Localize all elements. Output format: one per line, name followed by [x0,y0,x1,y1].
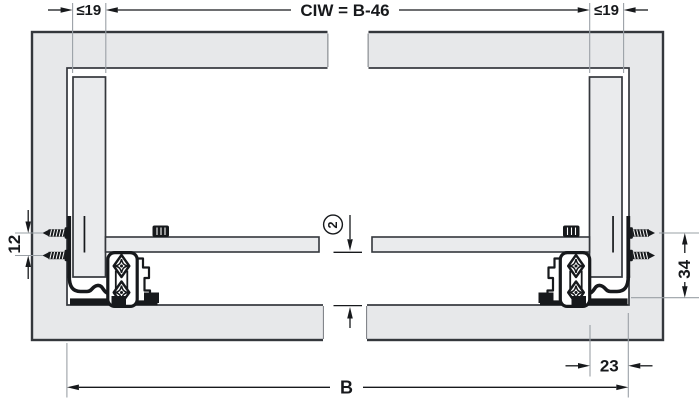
dim-label-side-thickness-left: ≤19 [76,2,101,19]
dim-label-cabinet-width: B [340,378,353,398]
fixing-clip-right [563,225,580,237]
dim-label-side-thickness-right: ≤19 [594,2,619,19]
drawer-side-panel-left [72,76,107,278]
dimension-top: ≤19 CIW = B-46 ≤19 [48,1,648,73]
cabinet-body [32,32,663,340]
cabinet-opening-outline [66,67,630,306]
dim-label-interior-width: CIW = B-46 [300,1,389,20]
dim-label-bottom-offset: 34 [675,259,694,278]
dimension-bottom-offset: 34 [631,232,699,299]
dim-label-rear-gap: 23 [600,357,619,376]
callout-2: 2 [322,214,362,328]
dimension-cabinet-width: B [66,343,629,398]
drawer-side-panel-right [588,76,623,278]
drawer-bottom-left [104,236,320,253]
break-gap-top [327,29,369,71]
fixing-clip-left [152,225,169,237]
callout-number: 2 [326,221,340,228]
dim-label-screw-spacing: 12 [5,235,24,254]
dimension-screw-spacing: 12 [5,210,43,279]
drawer-bottom-right [371,236,591,253]
break-gap-bottom [323,301,367,344]
callout-circle [322,214,344,235]
dimension-rear-gap: 23 [565,313,653,398]
